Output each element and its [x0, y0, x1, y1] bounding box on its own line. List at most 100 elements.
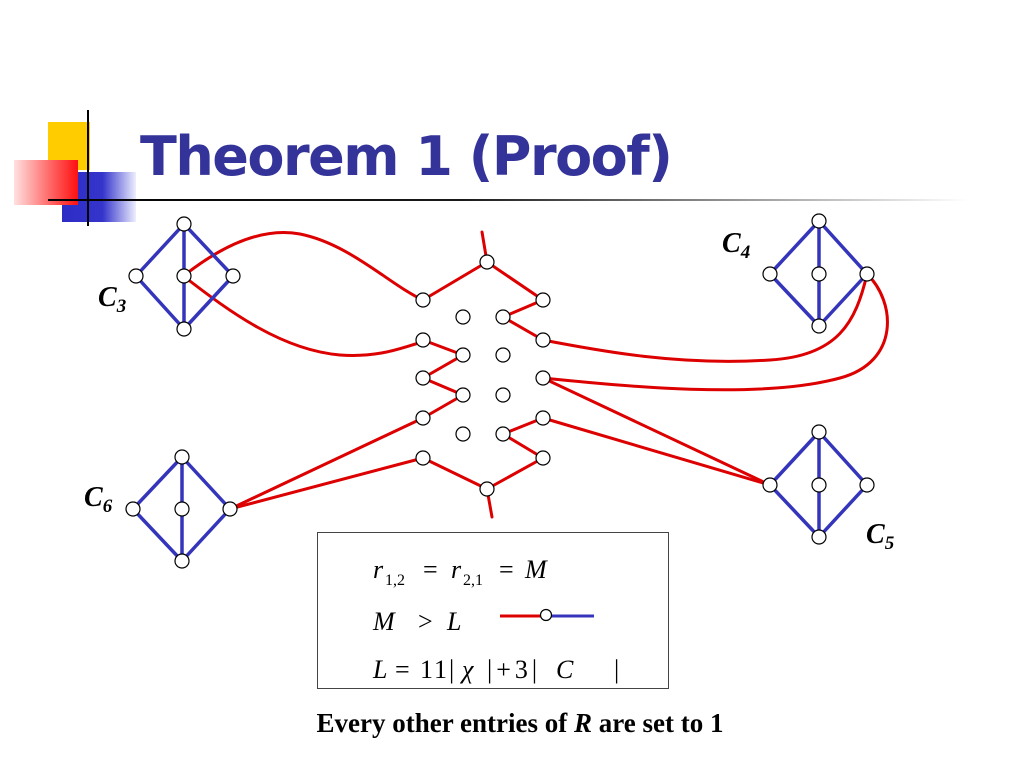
cluster-label-c4: C4 [722, 228, 750, 263]
cluster-label-base: C [98, 282, 117, 313]
caption-variable: R [573, 708, 592, 738]
formula-term: 11| [420, 655, 456, 684]
gadget-node [415, 292, 431, 308]
formula-box-border [317, 532, 669, 689]
gadget-node [535, 370, 551, 386]
cluster-label-c5: C5 [866, 519, 895, 554]
cluster-node [811, 529, 827, 545]
formula-operator: = [423, 555, 438, 584]
formula-symbol: L [446, 607, 461, 636]
gadget-node [495, 426, 511, 442]
formula-symbol: L [372, 655, 387, 684]
gadget-nodes [415, 254, 551, 497]
cluster-node [811, 213, 827, 229]
cluster-node [176, 321, 192, 337]
slide-title: Theorem 1 (Proof) [140, 125, 671, 188]
title-underline [48, 199, 968, 201]
caption-text-before: Every other entries of [317, 708, 574, 738]
gadget-node [495, 347, 511, 363]
cluster-label-subscript: 4 [740, 242, 751, 263]
cluster-node [811, 477, 827, 493]
cluster-node [811, 266, 827, 282]
formula-symbol: C [556, 655, 574, 684]
slide-logo [14, 110, 136, 226]
edge-legend-icon [500, 608, 594, 622]
cluster-node [859, 266, 875, 282]
cluster-node [174, 553, 190, 569]
formula-symbol: M [372, 607, 396, 636]
cluster-label-base: C [866, 519, 885, 550]
connector-edges [184, 230, 889, 519]
cluster-node [762, 477, 778, 493]
gadget-node [415, 332, 431, 348]
gadget-node [455, 387, 471, 403]
connector-edge [541, 416, 772, 487]
formula-operator: = [499, 555, 514, 584]
gadget-node [479, 481, 495, 497]
cluster-node [762, 266, 778, 282]
formula-term: | [614, 655, 619, 684]
formula-line-2: M > L [372, 607, 594, 636]
cluster-node [222, 501, 238, 517]
formula-symbol: χ [459, 655, 474, 684]
formula-operator: = [395, 655, 410, 684]
gadget-edge [421, 456, 489, 491]
gadget-node [535, 450, 551, 466]
gadget-node [455, 309, 471, 325]
slide-caption: Every other entries of R are set to 1 [317, 708, 724, 738]
gadget-edge [485, 456, 545, 491]
formula-term: |+3| [487, 655, 541, 684]
cluster-label-c6: C6 [84, 482, 113, 517]
connector-edge [184, 276, 425, 357]
gadget-edge [421, 260, 489, 302]
formula-box: r 1,2 = r 2,1 = M M > L L = 11| χ |+3| [317, 532, 669, 689]
gadget-node [455, 426, 471, 442]
cluster-node [811, 424, 827, 440]
connector-edge [541, 272, 869, 363]
gadget-node [415, 370, 431, 386]
gadget-node [535, 332, 551, 348]
gadget-node [415, 410, 431, 426]
caption-text-after: are set to 1 [592, 708, 723, 738]
gadget-node [535, 410, 551, 426]
cluster-node [176, 268, 192, 284]
cluster-node [125, 501, 141, 517]
cluster-node [176, 216, 192, 232]
formula-symbol: r [373, 555, 384, 584]
cluster-label-subscript: 6 [103, 496, 113, 517]
cluster-c4-nodes [762, 213, 875, 334]
cluster-node [128, 268, 144, 284]
gadget-node [455, 347, 471, 363]
gadget-node [479, 254, 495, 270]
legend-node [539, 608, 553, 622]
connector-edge [541, 376, 772, 487]
cluster-label-subscript: 3 [116, 296, 127, 317]
connector-edge [541, 272, 889, 392]
logo-red-bar [14, 160, 78, 205]
connector-edge [228, 416, 425, 511]
gadget-node [535, 292, 551, 308]
cluster-label-subscript: 5 [885, 533, 895, 554]
cluster-node [174, 501, 190, 517]
cluster-node [859, 477, 875, 493]
formula-symbol: r [451, 555, 462, 584]
cluster-c6-nodes [125, 449, 238, 569]
formula-line-1: r 1,2 = r 2,1 = M [373, 555, 548, 589]
gadget-node [495, 309, 511, 325]
formula-subscript: 1,2 [385, 572, 405, 589]
cluster-label-base: C [84, 482, 103, 513]
formula-subscript: 2,1 [463, 572, 483, 589]
connector-edge [184, 231, 425, 302]
cluster-node [225, 268, 241, 284]
formula-symbol: M [524, 555, 548, 584]
formula-operator: > [418, 607, 433, 636]
cluster-label-base: C [722, 228, 741, 259]
gadget-edge [485, 260, 545, 302]
cluster-c3-nodes [128, 216, 241, 337]
cluster-node [174, 449, 190, 465]
connector-edge [228, 456, 425, 511]
gadget-node [415, 450, 431, 466]
cluster-c5-nodes [762, 424, 875, 545]
formula-line-3: L = 11| χ |+3| C | [372, 655, 619, 684]
